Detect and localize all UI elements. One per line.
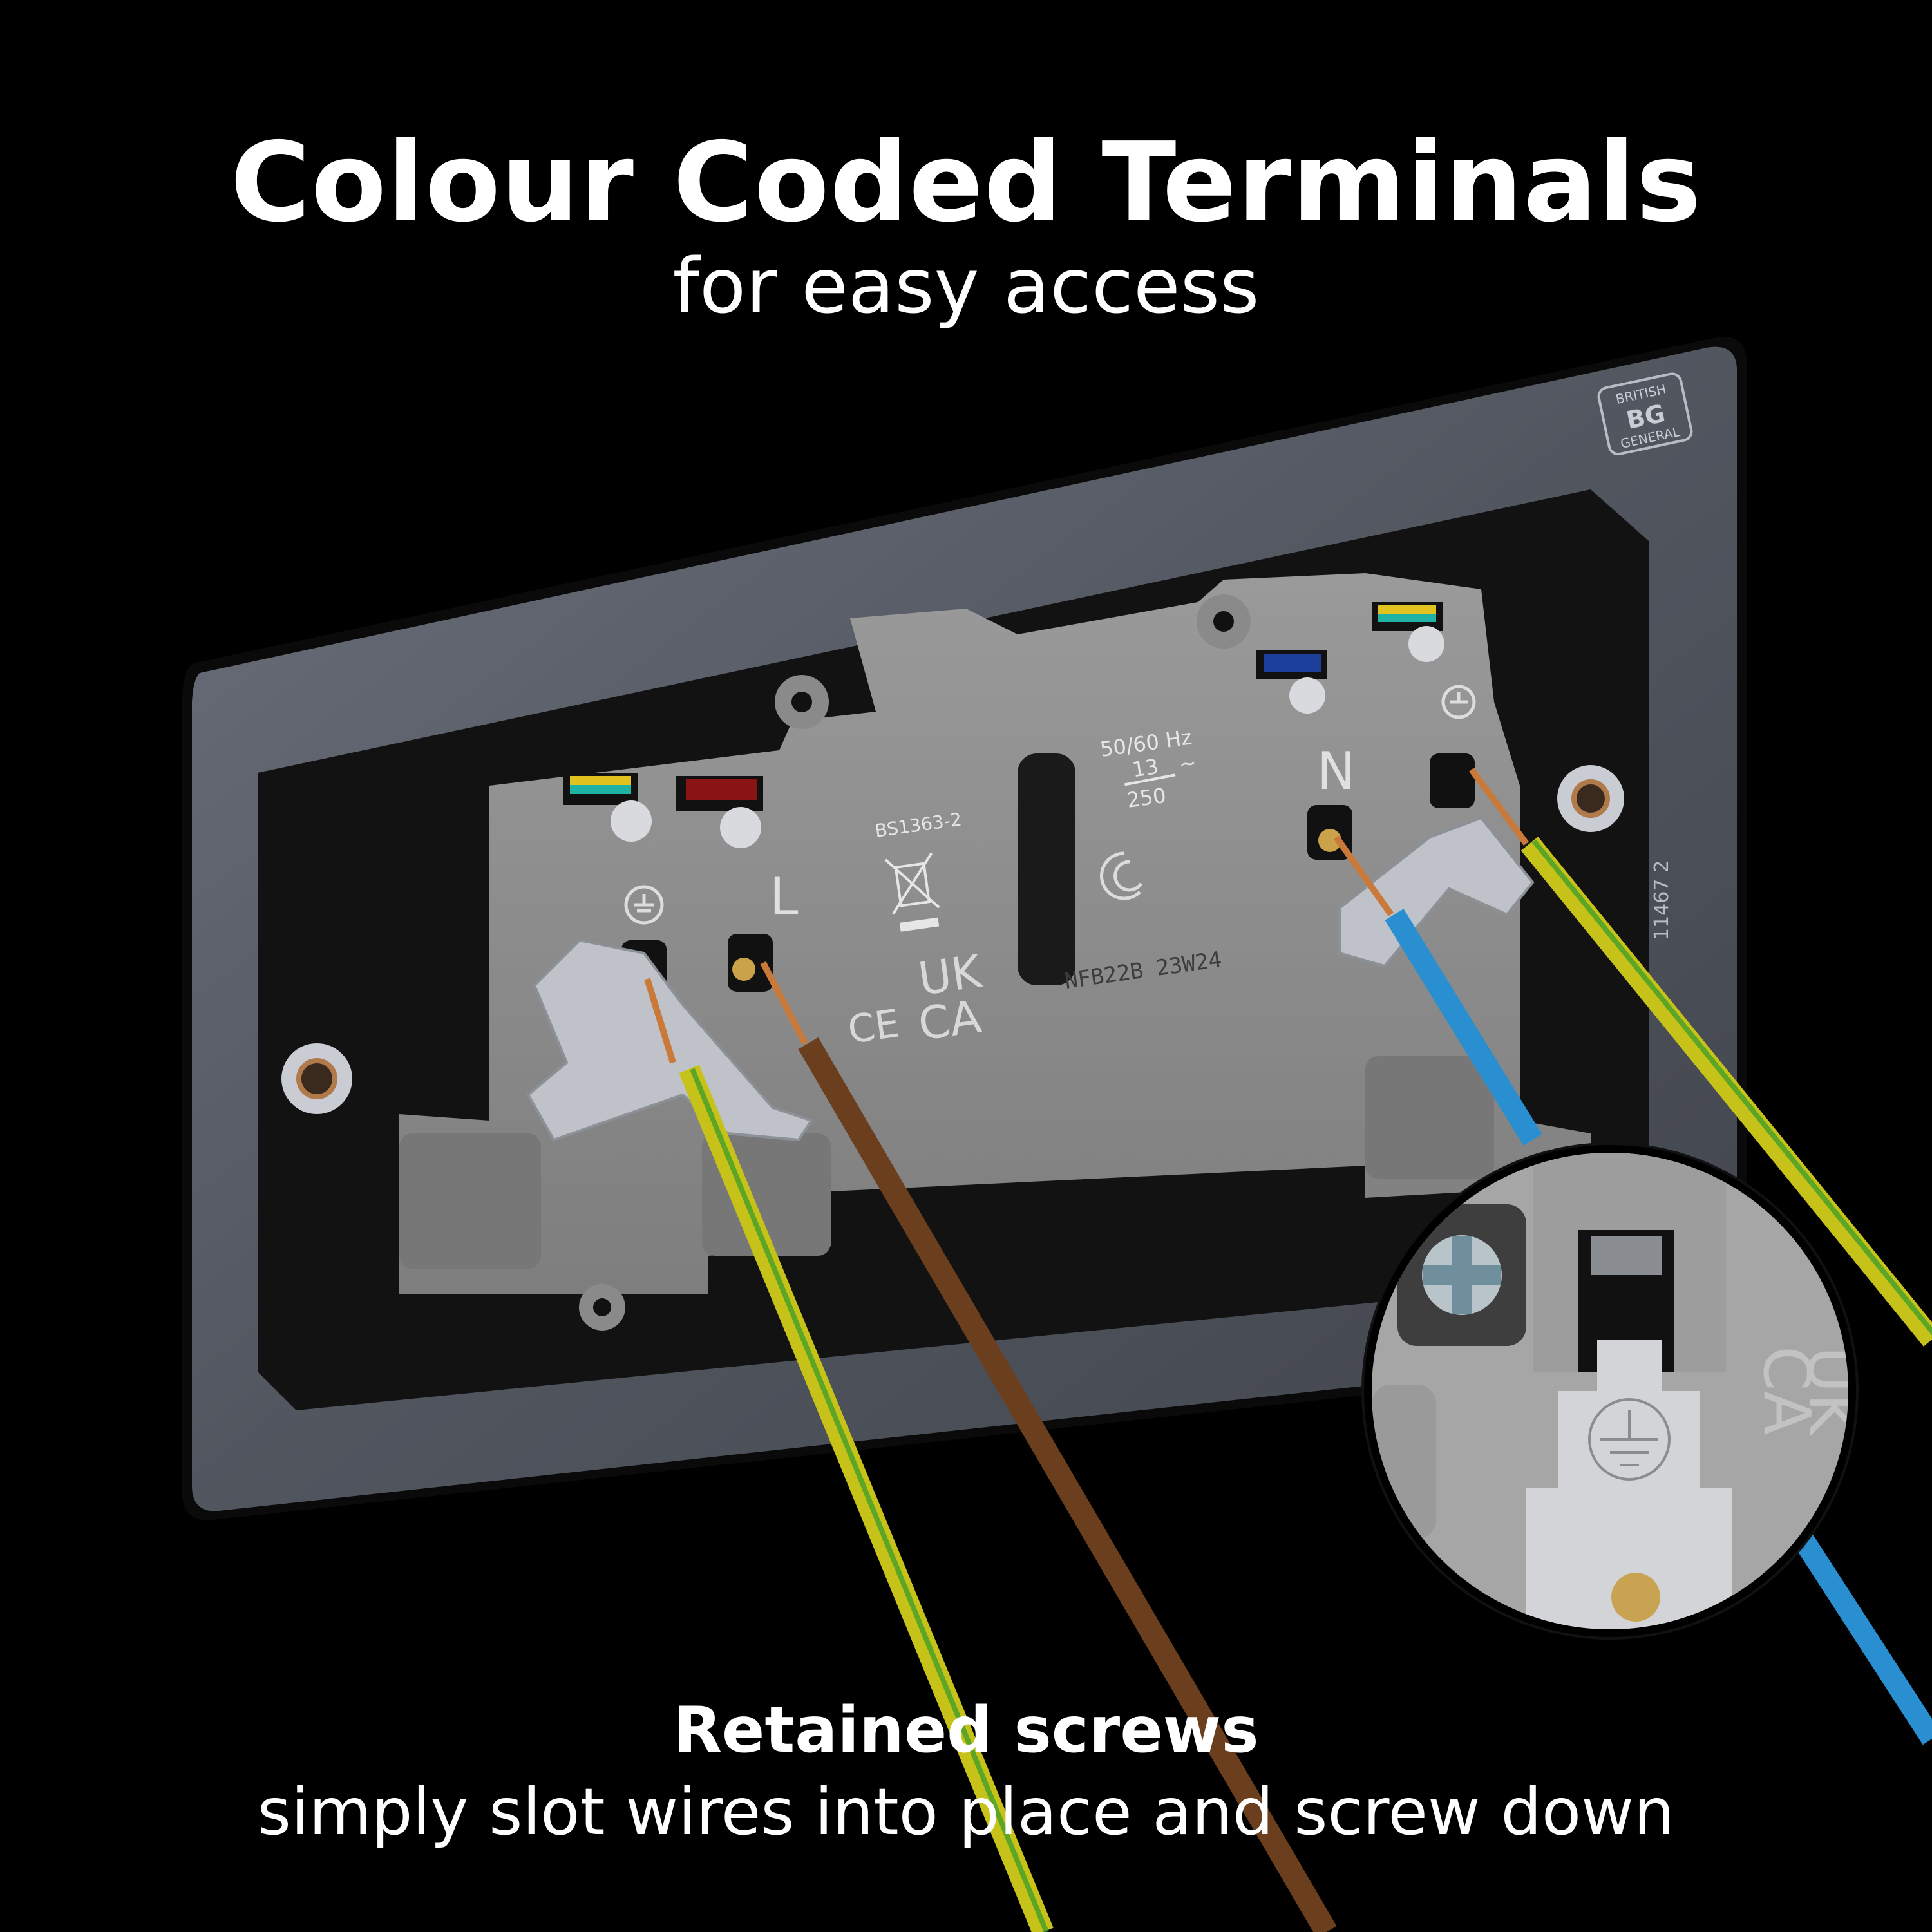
svg-text:13: 13 [1131, 754, 1160, 782]
svg-text:N: N [1317, 741, 1356, 801]
inset-uk-mark: UK [1794, 1346, 1848, 1437]
brass-rivet [1611, 1573, 1660, 1622]
feature-title: Retained screws [673, 1694, 1259, 1767]
wire-live [760, 961, 1337, 1932]
subheadline: for easy access [672, 242, 1260, 330]
svg-text:~: ~ [1177, 750, 1198, 777]
ukca-mark-ca: CA [915, 990, 984, 1051]
feature-description: simply slot wires into place and screw d… [257, 1774, 1675, 1850]
retained-screw-inset: UK CA [1364, 1145, 1856, 1637]
ce-mark: CE [845, 1001, 902, 1052]
class-symbol-icon [1100, 851, 1143, 900]
earth-bracket-right [1338, 816, 1535, 968]
wire-neutral [1333, 835, 1932, 1745]
ukca-mark-uk: UK [915, 945, 986, 1006]
wire-earth-left [644, 978, 1054, 1932]
headline: Colour Coded Terminals [230, 119, 1702, 247]
fixing-lug-left [281, 1043, 352, 1114]
earth-bracket-left [526, 938, 814, 1142]
wire-earth-right [1468, 768, 1932, 1347]
earth-symbol-icon [1588, 1398, 1671, 1481]
earth-terminal-bracket [1526, 1340, 1732, 1629]
cross-head-screw-icon [1422, 1235, 1502, 1315]
svg-text:250: 250 [1125, 783, 1168, 813]
plate-code: 11467 2 [1651, 860, 1673, 940]
weee-crossed-bin-icon [884, 852, 940, 932]
retained-screw-thread [1591, 1236, 1662, 1275]
svg-text:L: L [770, 867, 799, 927]
fixing-lug-right [1557, 765, 1624, 832]
terminal-earth-right [1372, 602, 1476, 808]
terminal-live: L [676, 776, 799, 992]
inset-ca-mark: CA [1749, 1346, 1824, 1435]
